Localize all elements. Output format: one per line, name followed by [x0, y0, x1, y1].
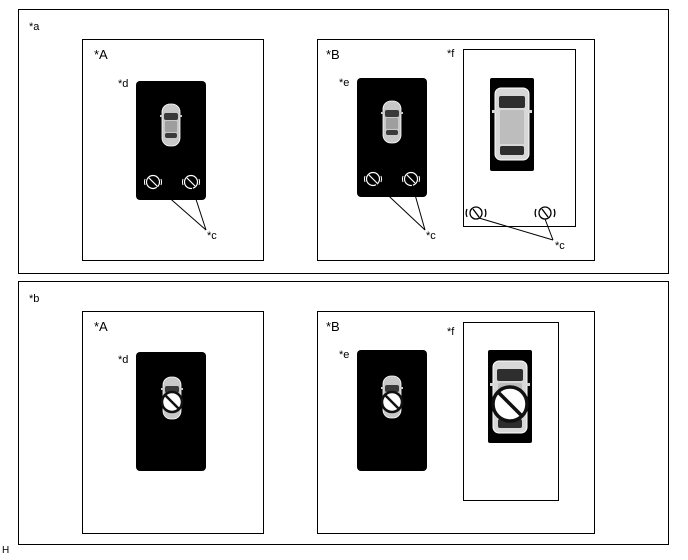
label-f-bottom: *f	[447, 326, 455, 338]
panel-b-bottom-label: *B	[326, 319, 340, 334]
label-d-bottom: *d	[118, 354, 129, 366]
section-a-label: *a	[29, 21, 40, 33]
prohibition-icon	[380, 390, 404, 414]
figure-code: H	[2, 545, 10, 556]
label-c-b: *c	[426, 230, 436, 242]
label-e-bottom: *e	[339, 349, 350, 361]
label-d-top: *d	[118, 78, 129, 90]
label-c-f: *c	[555, 240, 565, 252]
panel-b-top-label: *B	[326, 47, 340, 62]
label-c-a: *c	[207, 230, 217, 242]
label-e-top: *e	[339, 77, 350, 89]
prohibition-icon	[160, 390, 184, 414]
prohibition-icon	[491, 385, 529, 423]
panel-a-top-label: *A	[94, 47, 108, 62]
section-b-label: *b	[29, 293, 40, 305]
panel-a-bottom-label: *A	[94, 319, 108, 334]
label-f-top: *f	[447, 48, 455, 60]
